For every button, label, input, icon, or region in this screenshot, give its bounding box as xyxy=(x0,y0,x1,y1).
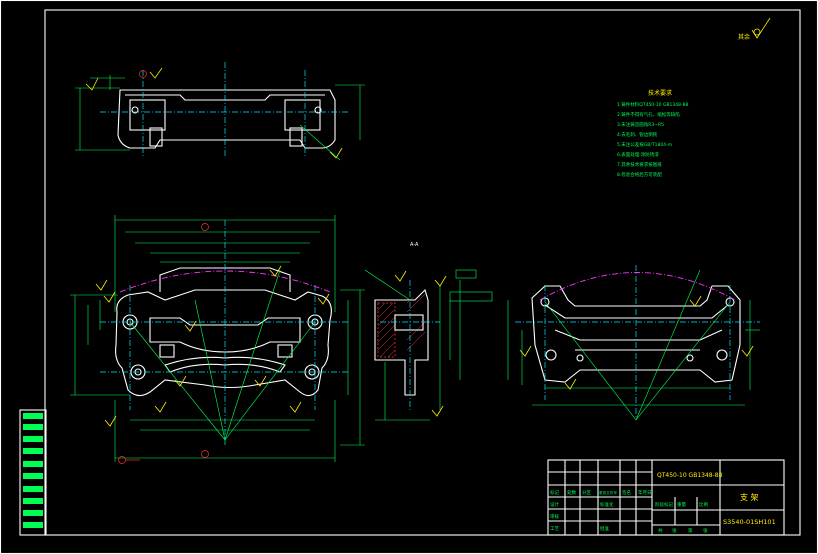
tech-requirements: 技术要求 1.铸件材料QT450-10 GB1348-88 2.铸件不得有气孔、… xyxy=(617,89,688,178)
bottom-label-1: 共 xyxy=(658,527,663,534)
title-block-material: QT450-10 GB1348-88 xyxy=(657,472,723,479)
tech-requirement-8: 8.检验合格后方可装配 xyxy=(617,171,662,178)
title-block-drawing-number: S3540-01SH101 xyxy=(723,518,776,526)
front-view xyxy=(70,215,365,464)
section-label: A-A xyxy=(410,242,419,248)
bottom-label-3: 第 xyxy=(688,527,693,534)
header-cell-1: 标记 xyxy=(550,489,559,496)
title-block: QT450-10 GB1348-88 支 架 S3540-01SH101 标记 … xyxy=(547,459,785,536)
tech-requirement-4: 4.去毛刺、锐边倒钝 xyxy=(617,131,658,138)
header-cell-2: 处数 xyxy=(567,489,576,496)
row-label-review: 审核 xyxy=(550,513,559,520)
bottom-label-4: 张 xyxy=(703,527,708,534)
row-label-process: 工艺 xyxy=(550,526,559,532)
section-hatching xyxy=(377,293,426,358)
mid-label-standard: 标准化 xyxy=(600,501,614,508)
title-block-part-name: 支 架 xyxy=(740,492,759,502)
roughness-symbol: 其余 xyxy=(738,17,771,41)
section-view-a-a: A-A xyxy=(364,242,493,421)
header-cell-6: 年月日 xyxy=(638,489,652,496)
row-label-design: 设计 xyxy=(550,501,559,508)
right-label-scale: 比例 xyxy=(699,501,708,508)
side-view xyxy=(507,265,760,421)
tech-requirement-2: 2.铸件不得有气孔、缩松等缺陷 xyxy=(617,111,680,118)
header-cell-4: 更改文件号 xyxy=(599,490,617,495)
right-label-stage: 阶段标记 xyxy=(655,501,673,508)
tech-requirement-3: 3.未注铸造圆角R3~R5 xyxy=(617,121,664,128)
mid-label-approve: 批准 xyxy=(600,525,609,532)
bottom-label-2: 张 xyxy=(672,527,677,534)
tech-requirement-7: 7.其余技术要求按图纸 xyxy=(617,161,662,168)
roughness-label: 其余 xyxy=(738,33,750,41)
header-cell-5: 签名 xyxy=(622,489,631,496)
tech-requirement-5: 5.未注公差按GB/T1804-m xyxy=(617,141,672,148)
tech-requirement-1: 1.铸件材料QT450-10 GB1348-88 xyxy=(617,101,688,108)
tech-requirements-title: 技术要求 xyxy=(648,89,672,97)
left-margin-blocks xyxy=(19,409,47,536)
tech-requirement-6: 6.表面处理:涂防锈漆 xyxy=(617,151,659,158)
header-cell-3: 分区 xyxy=(582,489,591,496)
top-view xyxy=(75,62,365,161)
right-label-weight: 重量 xyxy=(677,501,686,508)
inner-border xyxy=(44,9,801,536)
